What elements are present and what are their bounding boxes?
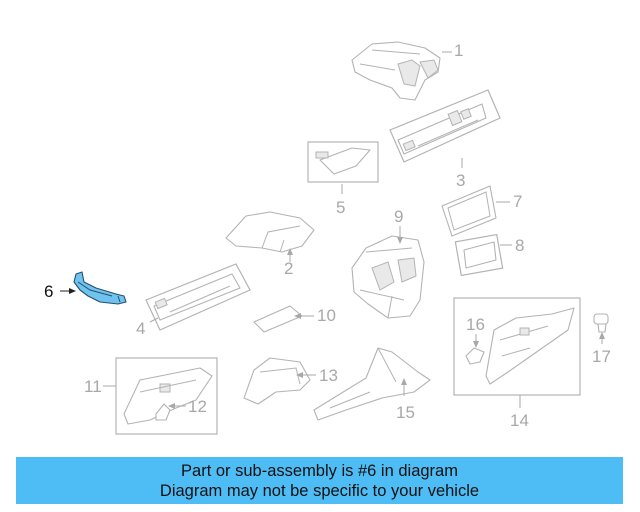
- part-5-small-trim[interactable]: [307, 141, 379, 183]
- svg-text:17: 17: [592, 347, 611, 366]
- svg-text:14: 14: [510, 411, 529, 430]
- callout-13: 13: [296, 366, 338, 385]
- part-6-bracket-highlighted[interactable]: [73, 271, 127, 305]
- svg-text:11: 11: [84, 377, 102, 396]
- svg-text:6: 6: [44, 282, 53, 301]
- callout-12: 12: [168, 397, 207, 416]
- callout-14: 14: [510, 395, 529, 430]
- svg-text:1: 1: [454, 41, 463, 60]
- svg-text:5: 5: [336, 198, 345, 217]
- callout-1: 1: [442, 41, 463, 60]
- callout-3: 3: [456, 158, 465, 190]
- part-2-upper-liner[interactable]: [225, 211, 315, 253]
- svg-text:4: 4: [136, 319, 145, 338]
- parts-diagram: 1 3 5 7 8: [44, 41, 611, 435]
- svg-text:15: 15: [396, 403, 415, 422]
- callout-2: 2: [284, 248, 293, 278]
- callout-11: 11: [84, 377, 116, 396]
- part-7-display-bezel[interactable]: [441, 185, 497, 237]
- part-11-lower-trim-assembly[interactable]: [115, 357, 218, 435]
- callout-7: 7: [496, 192, 522, 211]
- svg-text:2: 2: [284, 259, 293, 278]
- part-info-banner: Part or sub-assembly is #6 in diagram Di…: [16, 457, 623, 504]
- svg-text:13: 13: [319, 366, 338, 385]
- callout-9: 9: [394, 207, 403, 244]
- callout-4: 4: [136, 317, 159, 338]
- svg-text:10: 10: [317, 306, 336, 325]
- part-10-flat-pad[interactable]: [253, 305, 303, 333]
- banner-line-part-number: Part or sub-assembly is #6 in diagram: [181, 461, 458, 480]
- svg-text:9: 9: [394, 207, 403, 226]
- part-17-fastener[interactable]: [593, 313, 609, 333]
- part-8-small-panel[interactable]: [454, 233, 504, 277]
- callout-8: 8: [500, 236, 524, 255]
- callout-6: 6: [44, 282, 76, 301]
- svg-text:7: 7: [513, 192, 522, 211]
- svg-text:16: 16: [466, 315, 485, 334]
- part-16-small-clip[interactable]: [465, 347, 485, 365]
- banner-line-disclaimer: Diagram may not be specific to your vehi…: [159, 481, 480, 500]
- callout-5: 5: [336, 184, 345, 217]
- part-1-center-vent-panel[interactable]: [351, 41, 441, 101]
- part-15-side-trim[interactable]: [313, 347, 431, 421]
- part-12-clip[interactable]: [155, 403, 171, 421]
- part-13-glove-box[interactable]: [243, 357, 311, 405]
- part-9-console-frame[interactable]: [351, 235, 425, 319]
- callout-17: 17: [592, 332, 611, 366]
- callout-15: 15: [396, 378, 415, 422]
- callout-16: 16: [466, 315, 485, 348]
- part-4-lower-trim-panel[interactable]: [145, 263, 251, 331]
- part-3-dash-trim-strip[interactable]: [389, 89, 501, 163]
- callout-10: 10: [294, 306, 336, 325]
- svg-text:12: 12: [188, 397, 207, 416]
- svg-text:3: 3: [456, 171, 465, 190]
- part-14-side-panel-assembly[interactable]: [453, 297, 581, 396]
- svg-text:8: 8: [515, 236, 524, 255]
